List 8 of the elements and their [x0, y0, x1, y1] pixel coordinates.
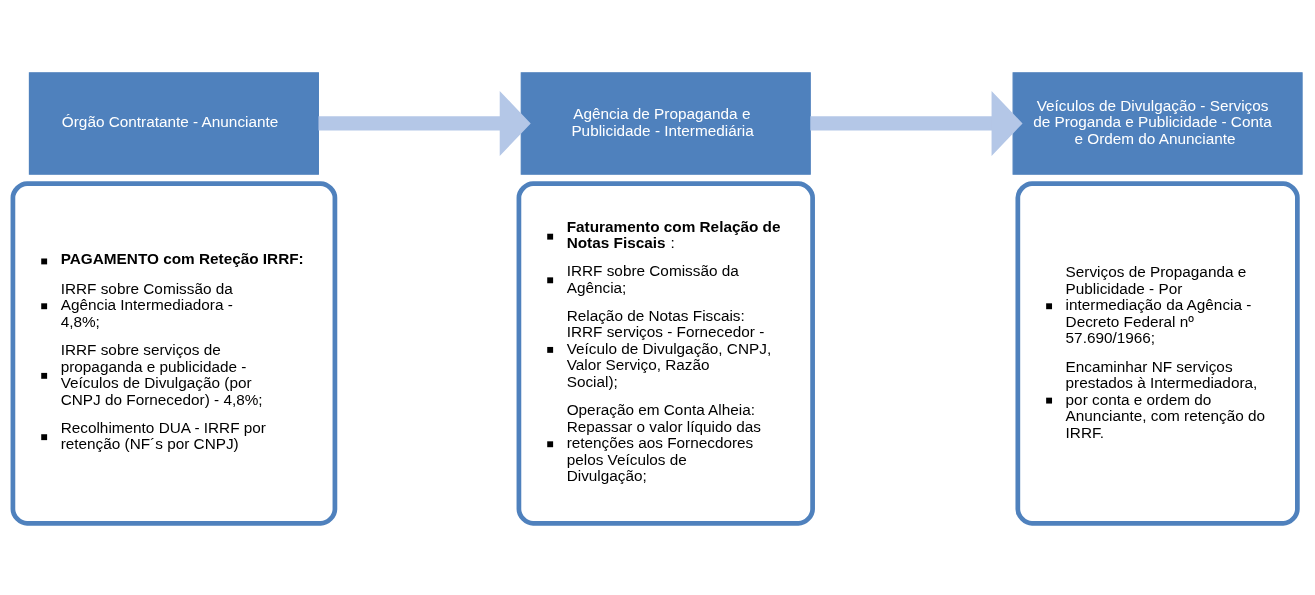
node-box: PAGAMENTO com Reteção IRRF: IRRF sobre Comissão da Agência Intermediadora - 4,8%; IRRF sobre serviços de propaganda e publicidade - Veículos de Divulgação (por CNPJ do Fornecedor) - 4,8%; Recolhimento DUA - IRRF por retenção (NF´s por CNPJ) — [10, 180, 338, 526]
node-box: Faturamento com Relação de Notas Fiscais: IRRF sobre Comissão da Agência; Relação de Notas Fiscais: IRRF serviços - Fornecedor - Veículo de Divulgação, CNPJ, Valor Serviço, Razão Social); Operação em Conta Alheia: Repassar o valor líquido das retenções aos Fornecdores pelos Veículos de Divulgação; — [516, 180, 815, 526]
arrow — [810, 90, 1023, 156]
node-box: Serviços de Propaganda e Publicidade - Por intermediação da Agência - Decreto Federal nº 57.690/1966; Encaminhar NF serviços prestados à Intermediadora, por conta e ordem do Anunciante, com retenção do IRRF. — [1015, 180, 1300, 526]
node-box: Agência de Propaganda e Publicidade - Intermediária — [520, 71, 811, 175]
arrow — [318, 90, 531, 156]
node-box: Órgão Contratante - Anunciante — [28, 71, 319, 175]
node-box: Veículos de Divulgação - Serviços de Proganda e Publicidade - Conta e Ordem do Anunciante — [1012, 71, 1303, 175]
